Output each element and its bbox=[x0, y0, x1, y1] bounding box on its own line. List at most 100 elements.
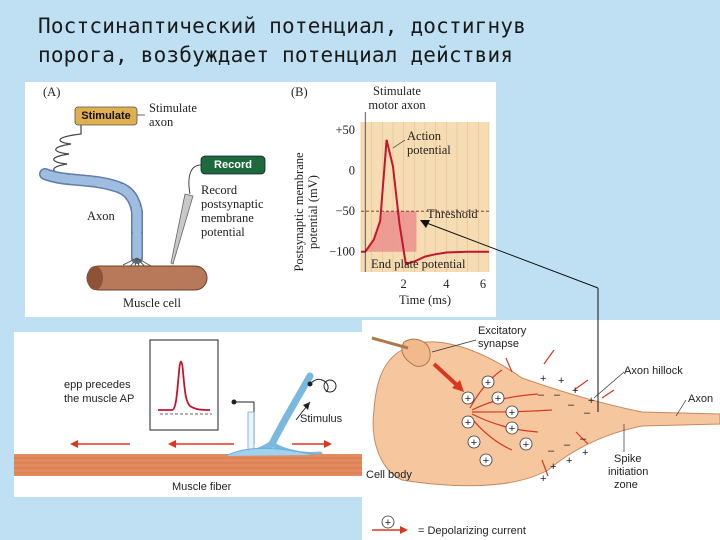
chart-ylabel-line2: potential (mV) bbox=[306, 175, 320, 249]
membrane-minus: – bbox=[564, 439, 571, 451]
threshold-label: Threshold bbox=[427, 207, 478, 221]
membrane-plus: + bbox=[582, 447, 588, 459]
membrane-plus: + bbox=[566, 455, 572, 467]
stimulate-motor-axon-line1: Stimulate bbox=[373, 84, 421, 98]
neuron-figure: Excitatory synapse Axon hillock Axon Cel… bbox=[366, 325, 720, 537]
title-line-2: порога, возбуждает потенциал действия bbox=[38, 43, 514, 67]
legend-arrowhead bbox=[400, 526, 408, 534]
positive-charges: +++++++++ bbox=[461, 375, 533, 467]
nerve-terminals bbox=[122, 257, 152, 271]
action-potential-line2: potential bbox=[407, 143, 451, 157]
spike-zone-line3: zone bbox=[614, 479, 638, 491]
stimulate-box bbox=[74, 106, 138, 126]
panel-b-label: (B) bbox=[291, 85, 308, 99]
stimulate-box-label: Stimulate bbox=[81, 110, 131, 122]
membrane-plus: + bbox=[540, 473, 546, 485]
excitatory-synapse-line2: synapse bbox=[478, 338, 519, 350]
legend-plus: + bbox=[385, 517, 391, 529]
legend-plus-circle bbox=[381, 515, 395, 529]
positive-charge-circle bbox=[467, 435, 481, 449]
muscle-cell-end bbox=[87, 266, 103, 290]
spike-zone-line2: initiation bbox=[608, 466, 648, 478]
chart-ylabel-line1: Postsynaptic membrane bbox=[292, 152, 306, 272]
record-text-line4: potential bbox=[201, 225, 245, 239]
recording-lead-dot bbox=[231, 399, 237, 405]
axon-segments bbox=[40, 169, 142, 263]
excitatory-synapse-pointer bbox=[431, 339, 477, 353]
neuron-cell-body bbox=[372, 341, 720, 487]
neuron-axon-label: Axon bbox=[688, 393, 713, 405]
stimulus-arrowhead bbox=[303, 402, 310, 410]
positive-charge-sign: + bbox=[483, 455, 489, 467]
axon-label: Axon bbox=[87, 209, 116, 223]
extracellular-current-arrows bbox=[505, 349, 615, 477]
end-plate bbox=[225, 447, 315, 457]
chart-xlabel: Time (ms) bbox=[399, 293, 451, 307]
membrane-plus: + bbox=[558, 375, 564, 387]
muscle-cell bbox=[86, 265, 208, 291]
membrane-minus: – bbox=[548, 445, 555, 457]
positive-charge-sign: + bbox=[471, 437, 477, 449]
excitatory-synapse-line1: Excitatory bbox=[478, 325, 527, 337]
positive-charge-circle bbox=[505, 405, 519, 419]
action-potential-pointer bbox=[392, 139, 406, 149]
membrane-plus: + bbox=[572, 385, 578, 397]
positive-charge-circle bbox=[461, 415, 475, 429]
chart-xtick-label: 4 bbox=[443, 277, 450, 291]
legend: + = Depolarizing current bbox=[372, 515, 526, 537]
neuron-axon-pointer bbox=[675, 399, 687, 417]
title-line-1: Постсинаптический потенциал, достигнув bbox=[38, 14, 527, 38]
positive-charge-circle bbox=[491, 391, 505, 405]
muscle-fiber-stripes bbox=[14, 457, 364, 474]
action-potential-line1: Action bbox=[407, 129, 442, 143]
muscle-fiber-figure: epp precedes the muscle AP Stimulus Musc… bbox=[14, 339, 364, 493]
membrane-plus-signs: ++++++++ bbox=[540, 373, 594, 485]
positive-charge-sign: + bbox=[485, 377, 491, 389]
chart-y-ticks: +50 0 −50 −100 bbox=[329, 123, 355, 259]
axon-hillock-pointer bbox=[593, 371, 625, 399]
muscle-fiber-label: Muscle fiber bbox=[172, 481, 232, 493]
chart-xtick-label: 6 bbox=[480, 277, 486, 291]
membrane-plus: + bbox=[550, 461, 556, 473]
chart-x-ticks: 2 4 6 bbox=[401, 277, 487, 291]
injected-current-arrowhead bbox=[452, 380, 464, 392]
membrane-minus: – bbox=[580, 433, 587, 445]
membrane-minus-signs: ––––––– bbox=[538, 389, 591, 457]
panel-muscle-fiber: epp precedes the muscle AP Stimulus Musc… bbox=[14, 332, 364, 497]
epp-note-line2: the muscle AP bbox=[64, 393, 134, 405]
record-text-line1: Record bbox=[201, 183, 238, 197]
recording-setup-figure: (A) Stimulate Stimulate axon Axon Muscle… bbox=[39, 84, 490, 310]
record-electrode bbox=[170, 193, 194, 265]
positive-charge-sign: + bbox=[465, 417, 471, 429]
stimulate-axon-line1: Stimulate bbox=[149, 101, 197, 115]
stimulus-electrode-ring bbox=[323, 379, 337, 393]
record-wire bbox=[188, 164, 202, 195]
record-text-line3: membrane bbox=[201, 211, 254, 225]
stimulator-wire-coil bbox=[53, 125, 82, 175]
chart-xtick-label: 2 bbox=[401, 277, 407, 291]
stimulate-axon-line2: axon bbox=[149, 115, 174, 129]
stimulus-label: Stimulus bbox=[300, 413, 343, 425]
cell-body-label: Cell body bbox=[366, 469, 412, 481]
membrane-minus: – bbox=[538, 389, 545, 401]
presynaptic-axon bbox=[371, 336, 409, 350]
chart-ytick-label: +50 bbox=[335, 123, 355, 137]
positive-charge-sign: + bbox=[509, 423, 515, 435]
spike-zone-line1: Spike bbox=[614, 453, 642, 465]
positive-charge-sign: + bbox=[509, 407, 515, 419]
muscle-cell-label: Muscle cell bbox=[123, 296, 181, 310]
propagation-arrowhead-left-2 bbox=[168, 440, 176, 448]
chart-ytick-label: −100 bbox=[329, 245, 355, 259]
injected-current-arrow bbox=[432, 362, 460, 388]
membrane-minus: – bbox=[554, 389, 561, 401]
chart-ytick-label: 0 bbox=[349, 164, 355, 178]
positive-charge-sign: + bbox=[465, 393, 471, 405]
axon-hillock-label: Axon hillock bbox=[624, 365, 683, 377]
positive-charge-sign: + bbox=[523, 439, 529, 451]
chart-ytick-label: −50 bbox=[335, 204, 355, 218]
stimulate-motor-axon-line2: motor axon bbox=[368, 98, 426, 112]
positive-charge-circle bbox=[461, 391, 475, 405]
positive-charge-circle bbox=[481, 375, 495, 389]
positive-charge-circle bbox=[519, 437, 533, 451]
positive-charge-circle bbox=[479, 453, 493, 467]
